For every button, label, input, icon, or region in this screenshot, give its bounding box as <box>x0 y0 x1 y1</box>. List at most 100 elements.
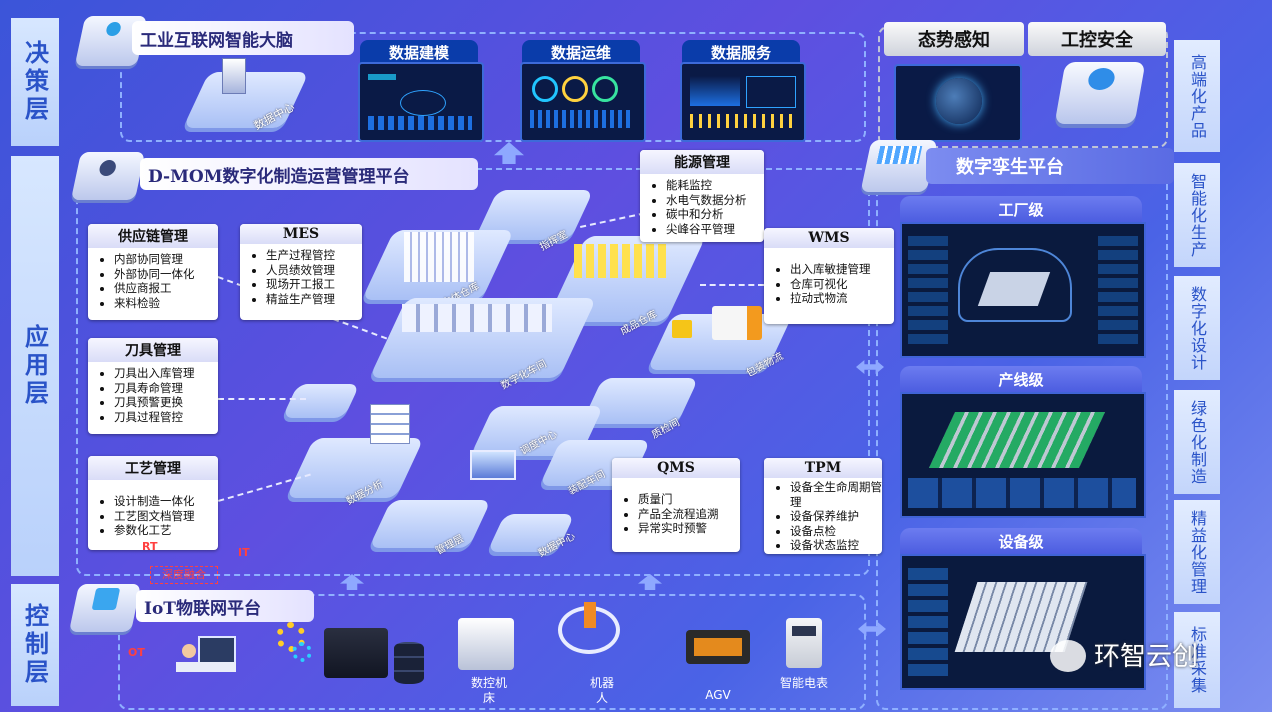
list-item: 拉动式物流 <box>790 291 894 306</box>
card-mes[interactable]: MES 生产过程管控 人员绩效管理 现场开工报工 精益生产管理 <box>240 224 362 320</box>
list-item: 设备保养维护 <box>790 509 882 524</box>
list-item: 设备全生命周期管理 <box>790 480 882 509</box>
list-item: 刀具预警更换 <box>114 395 218 410</box>
yellow-racks-icon <box>574 244 670 278</box>
card-wms[interactable]: WMS 出入库敏捷管理 仓库可视化 拉动式物流 <box>764 228 894 324</box>
list-item: 能耗监控 <box>666 178 764 193</box>
factory-twin-screen <box>900 222 1146 358</box>
decision-frame <box>120 32 866 142</box>
tag-smart-production: 智能化生产 <box>1174 163 1220 267</box>
card-list: 生产过程管控 人员绩效管理 现场开工报工 精益生产管理 <box>240 248 362 306</box>
card-title: WMS <box>764 228 894 248</box>
monitor-wall-icon <box>370 404 410 444</box>
agv-icon <box>686 630 750 664</box>
fusion-ot-label: OT <box>128 646 145 659</box>
tag-lean-management: 精益化管理 <box>1174 500 1220 604</box>
shelf-racks-icon <box>404 232 474 282</box>
list-item: 内部协同管理 <box>114 252 218 267</box>
list-item: 碳中和分析 <box>666 207 764 222</box>
modeling-dashboard <box>358 62 484 142</box>
tag-digital-design: 数字化设计 <box>1174 276 1220 380</box>
twin-level-equipment-tab[interactable]: 设备级 <box>900 528 1142 554</box>
truck-icon <box>712 306 762 340</box>
card-title: 能源管理 <box>640 150 764 174</box>
card-title: 刀具管理 <box>88 338 218 362</box>
shield-device-icon <box>1054 62 1146 124</box>
card-list: 设备全生命周期管理 设备保养维护 设备点检 设备状态监控 <box>764 480 882 553</box>
module-data-ops[interactable]: 数据运维 <box>522 40 640 64</box>
list-item: 人员绩效管理 <box>266 263 362 278</box>
tag-high-end-product: 高端化产品 <box>1174 40 1220 152</box>
twin-platform-title: 数字孪生平台 <box>926 148 1174 184</box>
watermark-text: 环智云创 <box>1094 642 1199 672</box>
brain-platform-title: 工业互联网智能大脑 <box>132 21 354 55</box>
list-item: 出入库敏捷管理 <box>790 262 894 277</box>
list-item: 水电气数据分析 <box>666 193 764 208</box>
list-item: 工艺图文档管理 <box>114 509 218 524</box>
device-label-cnc: 数控机床 <box>470 676 507 705</box>
connector-line <box>700 284 764 286</box>
card-energy[interactable]: 能源管理 能耗监控 水电气数据分析 碳中和分析 尖峰谷平管理 <box>640 150 764 242</box>
layer-decision: 决策层 <box>11 18 59 146</box>
up-arrow-icon <box>494 142 524 164</box>
server-rack-icon <box>222 58 246 94</box>
card-list: 能耗监控 水电气数据分析 碳中和分析 尖峰谷平管理 <box>640 178 764 236</box>
device-label-agv: AGV <box>705 688 731 702</box>
mom-server-icon <box>70 152 146 200</box>
card-process[interactable]: 工艺管理 设计制造一体化 工艺图文档管理 参数化工艺 <box>88 456 218 550</box>
list-item: 外部协同一体化 <box>114 267 218 282</box>
list-item: 设备状态监控 <box>790 538 882 553</box>
list-item: 仓库可视化 <box>790 277 894 292</box>
list-item: 异常实时预警 <box>638 521 740 536</box>
service-dashboard <box>680 62 806 142</box>
ics-security-button[interactable]: 工控安全 <box>1028 22 1166 56</box>
list-item: 刀具出入库管理 <box>114 366 218 381</box>
forklift-icon <box>672 320 692 338</box>
layer-application: 应用层 <box>11 156 59 576</box>
fusion-label: 深度融合 <box>150 566 218 584</box>
list-item: 精益生产管理 <box>266 292 362 307</box>
mom-platform-title: D-MOM数字化制造运营管理平台 <box>140 158 478 190</box>
line-twin-screen <box>900 392 1146 518</box>
list-item: 产品全流程追溯 <box>638 507 740 522</box>
twin-level-line-tab[interactable]: 产线级 <box>900 366 1142 392</box>
ops-dashboard <box>520 62 646 142</box>
card-title: 供应链管理 <box>88 224 218 248</box>
card-list: 质量门 产品全流程追溯 异常实时预警 <box>612 492 740 536</box>
up-arrow-icon <box>638 574 662 590</box>
module-data-modeling[interactable]: 数据建模 <box>360 40 478 64</box>
tag-standard-collection: 标准采集 <box>1174 612 1220 708</box>
list-item: 供应商报工 <box>114 281 218 296</box>
card-tpm[interactable]: TPM 设备全生命周期管理 设备保养维护 设备点检 设备状态监控 <box>764 458 882 554</box>
machines-row-icon <box>402 304 552 332</box>
control-frame <box>118 594 866 710</box>
list-item: 设计制造一体化 <box>114 494 218 509</box>
list-item: 刀具寿命管理 <box>114 381 218 396</box>
card-qms[interactable]: QMS 质量门 产品全流程追溯 异常实时预警 <box>612 458 740 552</box>
device-label-meter: 智能电表 <box>779 676 828 690</box>
card-title: QMS <box>612 458 740 478</box>
list-item: 设备点检 <box>790 524 882 539</box>
twin-level-factory-tab[interactable]: 工厂级 <box>900 196 1142 222</box>
card-title: 工艺管理 <box>88 456 218 480</box>
card-supply-chain[interactable]: 供应链管理 内部协同管理 外部协同一体化 供应商报工 来料检验 <box>88 224 218 320</box>
fusion-it-label: IT <box>238 546 250 559</box>
module-data-service[interactable]: 数据服务 <box>682 40 800 64</box>
wechat-icon <box>1050 640 1086 672</box>
list-item: 生产过程管控 <box>266 248 362 263</box>
situational-globe-screen <box>894 64 1022 142</box>
smart-meter-icon <box>786 618 822 668</box>
database-icon <box>394 642 424 684</box>
card-tool[interactable]: 刀具管理 刀具出入库管理 刀具寿命管理 刀具预警更换 刀具过程管控 <box>88 338 218 434</box>
list-item: 现场开工报工 <box>266 277 362 292</box>
layer-control: 控制层 <box>11 584 59 706</box>
connector-line <box>218 398 306 400</box>
situational-awareness-button[interactable]: 态势感知 <box>884 22 1024 56</box>
presentation-screen-icon <box>470 450 516 480</box>
gear-icon <box>292 642 312 662</box>
globe-icon <box>936 78 982 124</box>
card-list: 刀具出入库管理 刀具寿命管理 刀具预警更换 刀具过程管控 <box>88 366 218 424</box>
card-title: TPM <box>764 458 882 478</box>
nas-server-icon <box>324 628 388 678</box>
card-list: 设计制造一体化 工艺图文档管理 参数化工艺 <box>88 494 218 538</box>
